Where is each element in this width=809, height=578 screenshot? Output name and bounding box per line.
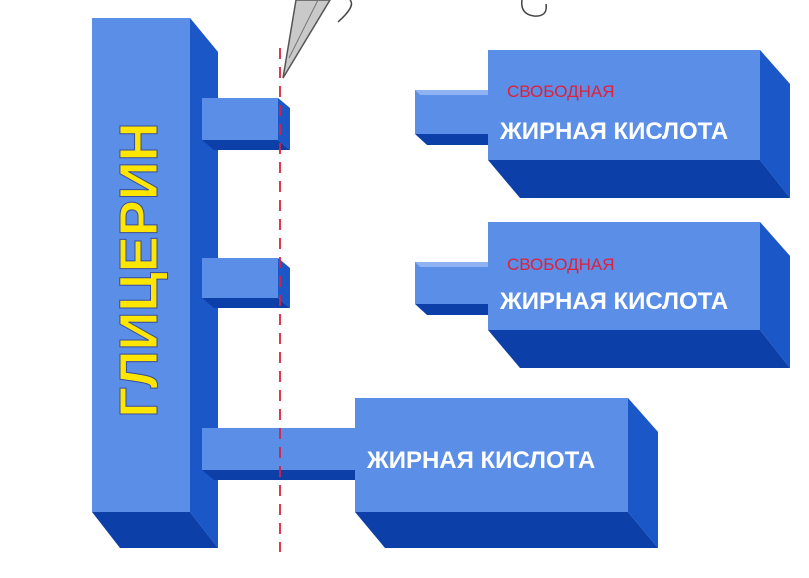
glycerol-stub-2: [202, 258, 290, 308]
fatty-acid-1-label: ЖИРНАЯ КИСЛОТА: [499, 118, 728, 145]
fatty-acid-2-label: ЖИРНАЯ КИСЛОТА: [499, 288, 728, 315]
knife-pointer-icon: [282, 0, 547, 79]
fatty-acid-block-1: СВОБОДНАЯ ЖИРНАЯ КИСЛОТА: [415, 50, 790, 198]
glycerol-label: ГЛИЦЕРИН: [109, 122, 169, 417]
fatty-acid-1-prefix: СВОБОДНАЯ: [507, 82, 615, 101]
fatty-acid-2-prefix: СВОБОДНАЯ: [507, 255, 615, 274]
glycerol-block: ГЛИЦЕРИН: [92, 18, 218, 548]
intact-bond-3: [202, 428, 367, 480]
fatty-acid-block-2: СВОБОДНАЯ ЖИРНАЯ КИСЛОТА: [415, 222, 790, 368]
fatty-acid-3-label: ЖИРНАЯ КИСЛОТА: [366, 447, 595, 474]
fatty-acid-block-3: ЖИРНАЯ КИСЛОТА: [355, 398, 658, 548]
glycerol-stub-1: [202, 98, 290, 150]
